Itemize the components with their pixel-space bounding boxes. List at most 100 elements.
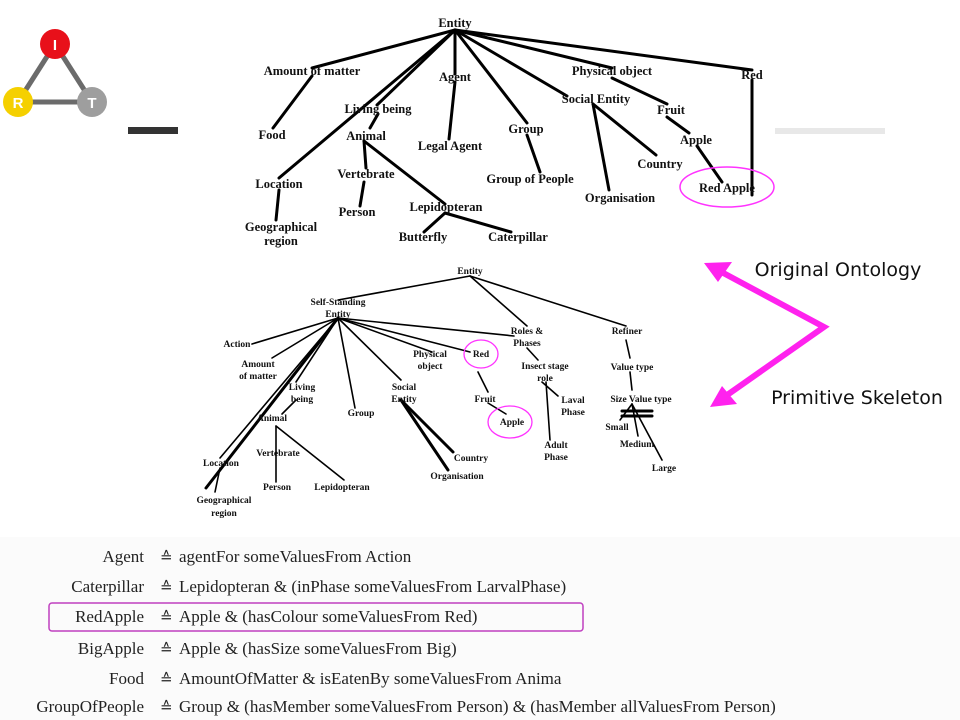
prim-node-phases: Phases	[513, 339, 541, 349]
logo-circle-i	[40, 29, 70, 59]
transformation-arrow	[712, 265, 830, 403]
prim-node-laval: Laval	[561, 396, 585, 406]
prim-node-apple: Apple	[500, 418, 524, 428]
orig-node-organisation: Organisation	[585, 191, 655, 205]
prim-node-social: Social	[392, 383, 417, 393]
prim-node-vertebrate: Vertebrate	[256, 449, 299, 459]
definition-symbol: ≙	[160, 608, 173, 626]
definition-symbol: ≙	[160, 698, 173, 716]
orig-node-entity: Entity	[438, 16, 472, 30]
definition-body: Group & (hasMember someValuesFrom Person…	[179, 697, 776, 716]
definition-name: BigApple	[78, 639, 144, 658]
prim-node-living: Living	[289, 383, 316, 393]
orig-node-geographical: Geographical	[245, 220, 318, 234]
caption-primitive-skeleton: Primitive Skeleton	[771, 387, 943, 409]
caption-original-ontology: Original Ontology	[755, 259, 922, 281]
definitions-list: Agent ≙ agentFor someValuesFrom Action C…	[36, 547, 775, 716]
definition-body: Apple & (hasSize someValuesFrom Big)	[179, 639, 457, 658]
prim-node-adult-phase: Phase	[544, 453, 568, 463]
original-ontology-edges	[271, 28, 754, 234]
title-rule	[128, 127, 178, 134]
definition-symbol: ≙	[160, 578, 173, 596]
orig-node-red-apple: Red Apple	[699, 181, 755, 195]
prim-node-country: Country	[454, 454, 489, 464]
original-ontology-labels: Entity Amount of matter Agent Physical o…	[245, 16, 763, 248]
prim-node-location: Location	[203, 459, 240, 469]
definition-row-agent: Agent ≙ agentFor someValuesFrom Action	[102, 547, 411, 566]
orig-node-country: Country	[637, 157, 683, 171]
prim-node-medium: Medium	[620, 440, 654, 450]
orig-node-region: region	[264, 234, 298, 248]
highlight-red-apple	[679, 166, 775, 208]
prim-node-large: Large	[652, 464, 676, 474]
prim-node-laval-phase: Phase	[561, 408, 585, 418]
highlight-redapple-definition	[48, 602, 584, 632]
primitive-skeleton-labels: Entity Self-Standing Entity Roles & Phas…	[197, 267, 677, 519]
orig-node-animal: Animal	[346, 129, 386, 143]
definition-name: GroupOfPeople	[36, 697, 144, 716]
prim-node-group: Group	[348, 409, 375, 419]
prim-node-roles: Roles &	[511, 327, 544, 337]
prim-node-fruit: Fruit	[474, 395, 496, 405]
orig-node-location: Location	[255, 177, 302, 191]
prim-node-geographical: Geographical	[197, 496, 252, 506]
primitive-skeleton-edges	[214, 275, 663, 493]
definition-row-caterpillar: Caterpillar ≙ Lepidopteran & (inPhase so…	[71, 577, 566, 596]
prim-node-self-standing-entity: Entity	[325, 310, 351, 320]
prim-node-value-type: Value type	[611, 363, 654, 373]
highlight-red	[463, 339, 499, 369]
prim-node-insect-stage: Insect stage	[521, 362, 568, 372]
arrow-head-top	[704, 262, 732, 282]
orig-node-physical-object: Physical object	[572, 64, 653, 78]
logo-letter-i: I	[53, 37, 57, 54]
orig-node-fruit: Fruit	[657, 103, 686, 117]
orig-node-red: Red	[741, 68, 763, 82]
prim-node-physical: Physical	[413, 350, 447, 360]
orig-node-group-of-people: Group of People	[486, 172, 574, 186]
original-ontology-tree: Entity Amount of matter Agent Physical o…	[245, 16, 775, 248]
definition-body: Lepidopteran & (inPhase someValuesFrom L…	[179, 577, 566, 596]
prim-node-of-matter: of matter	[239, 372, 277, 382]
prim-node-lepidopteran: Lepidopteran	[314, 483, 370, 493]
definition-name: Caterpillar	[71, 577, 144, 596]
orig-node-butterfly: Butterfly	[399, 230, 448, 244]
prim-node-self-standing: Self-Standing	[311, 298, 366, 308]
orig-node-apple: Apple	[680, 133, 712, 147]
irt-logo: I R T	[3, 29, 107, 117]
definition-body: agentFor someValuesFrom Action	[179, 547, 412, 566]
prim-node-entity: Entity	[457, 267, 483, 277]
prim-node-organisation: Organisation	[430, 472, 484, 482]
prim-node-action: Action	[224, 340, 252, 350]
prim-node-social-entity: Entity	[391, 395, 417, 405]
definition-body: Apple & (hasColour someValuesFrom Red)	[179, 607, 477, 626]
orig-node-agent: Agent	[439, 70, 472, 84]
prim-node-adult: Adult	[544, 441, 568, 451]
orig-node-social-entity: Social Entity	[562, 92, 631, 106]
definition-symbol: ≙	[160, 548, 173, 566]
orig-node-legal-agent: Legal Agent	[418, 139, 483, 153]
definition-name: RedApple	[75, 607, 144, 626]
title-rule-fade	[775, 128, 885, 134]
prim-node-refiner: Refiner	[612, 327, 643, 337]
prim-node-object: object	[418, 362, 444, 372]
primitive-skeleton-bold-edges	[204, 316, 654, 490]
orig-node-living-being: Living being	[344, 102, 412, 116]
prim-node-size-value-type: Size Value type	[610, 395, 671, 405]
orig-node-person: Person	[339, 205, 376, 219]
logo-circle-r	[3, 87, 33, 117]
orig-node-food: Food	[258, 128, 285, 142]
prim-node-region: region	[211, 509, 237, 519]
prim-node-being: being	[291, 395, 313, 405]
definition-name: Food	[109, 669, 144, 688]
orig-node-lepidopteran: Lepidopteran	[410, 200, 483, 214]
definition-symbol: ≙	[160, 640, 173, 658]
orig-node-amount-of-matter: Amount of matter	[264, 64, 361, 78]
arrow-head-bottom	[710, 386, 737, 407]
orig-node-group: Group	[508, 122, 543, 136]
definition-row-redapple: RedApple ≙ Apple & (hasColour someValues…	[75, 607, 477, 626]
highlight-apple	[487, 405, 533, 439]
primitive-skeleton-tree: Entity Self-Standing Entity Roles & Phas…	[197, 267, 677, 519]
prim-node-animal: Animal	[257, 414, 287, 424]
definition-body: AmountOfMatter & isEatenBy someValuesFro…	[179, 669, 562, 688]
